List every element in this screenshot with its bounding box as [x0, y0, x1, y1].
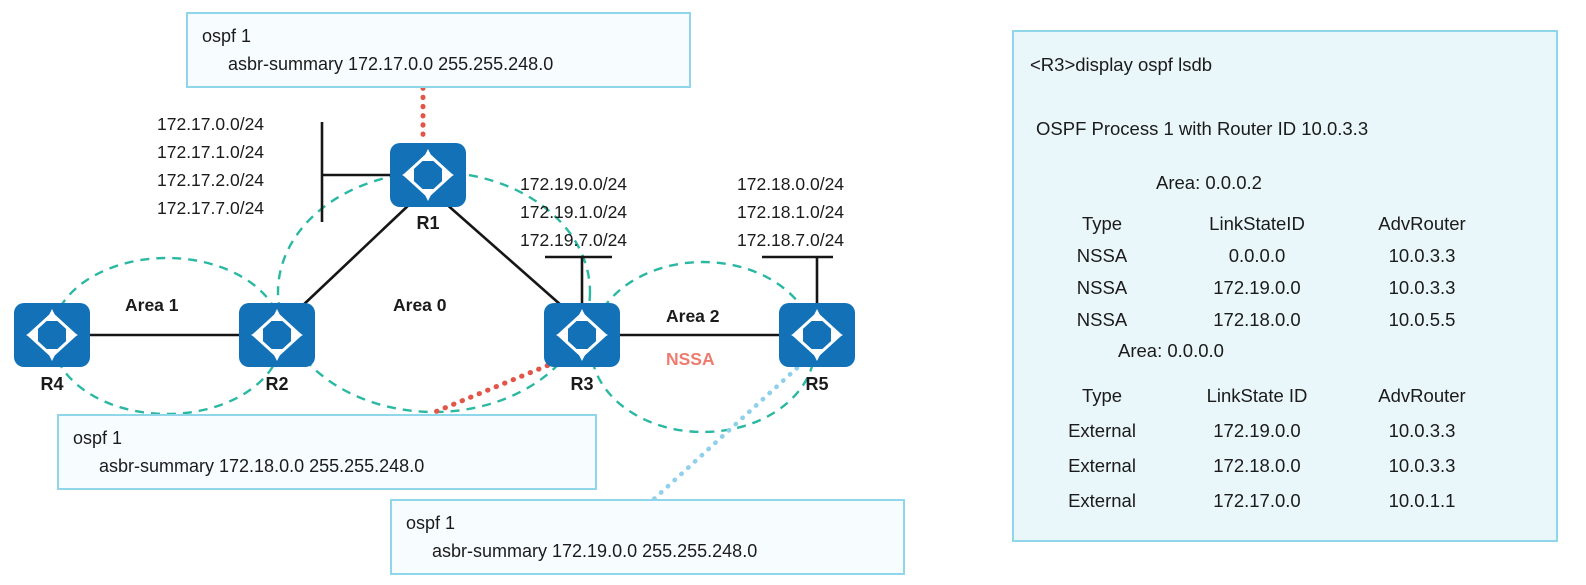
callout-r5-asbr-summary: ospf 1 asbr-summary 172.19.0.0 255.255.2…	[390, 499, 905, 575]
console-area-0002-label: Area: 0.0.0.2	[1156, 172, 1262, 193]
lsdb-cell: NSSA	[1076, 245, 1128, 266]
lsdb-cell: 10.0.3.3	[1388, 455, 1456, 476]
lsdb-cell: 10.0.1.1	[1388, 490, 1456, 511]
prefix-line: 172.19.1.0/24	[520, 202, 628, 222]
router-label-r1: R1	[416, 213, 440, 233]
lsdb-cell: 10.0.3.3	[1388, 245, 1456, 266]
lsdb-cell: NSSA	[1076, 277, 1128, 298]
lsdb-cell: External	[1068, 420, 1136, 441]
prefix-line: 172.17.7.0/24	[157, 198, 265, 218]
console-command: <R3>display ospf lsdb	[1030, 54, 1213, 75]
console-process-line: OSPF Process 1 with Router ID 10.0.3.3	[1036, 118, 1369, 139]
lsdb-table-area-0000: Type LinkState ID AdvRouter External 172…	[1032, 378, 1502, 518]
topology-canvas	[12, 85, 857, 502]
prefix-line: 172.18.1.0/24	[737, 202, 845, 222]
router-label-r2: R2	[265, 374, 289, 394]
router-label-r4: R4	[40, 374, 64, 394]
lsdb-cell: 172.18.0.0	[1213, 309, 1301, 330]
area1-label: Area 1	[125, 295, 179, 315]
router-icon-r3	[542, 301, 622, 369]
lsdb-cell: 10.0.3.3	[1388, 420, 1456, 441]
lsdb-cell: 172.19.0.0	[1213, 277, 1301, 298]
console-area-0000-label: Area: 0.0.0.0	[1118, 340, 1224, 361]
r1-network-prefixes: 172.17.0.0/24 172.17.1.0/24 172.17.2.0/2…	[157, 110, 264, 222]
router-icon-r2	[237, 301, 317, 369]
prefix-line: 172.17.2.0/24	[157, 170, 265, 190]
col-header-type: Type	[1081, 213, 1123, 234]
prefix-line: 172.19.0.0/24	[520, 174, 628, 194]
area2-label: Area 2	[666, 306, 720, 326]
r3-network-prefixes: 172.19.0.0/24 172.19.1.0/24 172.19.7.0/2…	[520, 170, 627, 254]
router-label-r3: R3	[570, 374, 594, 394]
callout-r3-asbr-summary: ospf 1 asbr-summary 172.18.0.0 255.255.2…	[57, 414, 597, 490]
prefix-line: 172.18.7.0/24	[737, 230, 845, 250]
col-header-advrouter: AdvRouter	[1378, 385, 1466, 406]
lsdb-table-area-0002: Type LinkStateID AdvRouter NSSA 0.0.0.0 …	[1032, 208, 1502, 336]
lsdb-cell: 172.17.0.0	[1213, 490, 1301, 511]
console-panel: <R3>display ospf lsdb OSPF Process 1 wit…	[1012, 30, 1558, 542]
callout-line: ospf 1	[406, 513, 456, 533]
router-icon-r1	[388, 141, 468, 209]
lsdb-cell: 10.0.5.5	[1388, 309, 1456, 330]
callout-line: asbr-summary 172.17.0.0 255.255.248.0	[228, 54, 554, 74]
router-icon-r5	[777, 301, 857, 369]
lsdb-cell: 0.0.0.0	[1228, 245, 1286, 266]
lsdb-cell: 10.0.3.3	[1388, 277, 1456, 298]
callout-line: ospf 1	[202, 26, 252, 46]
lsdb-cell: 172.19.0.0	[1213, 420, 1301, 441]
prefix-line: 172.17.1.0/24	[157, 142, 265, 162]
area0-label: Area 0	[393, 295, 447, 315]
lsdb-cell: 172.18.0.0	[1213, 455, 1301, 476]
connector-callout-r3	[427, 359, 559, 417]
router-label-r5: R5	[805, 374, 829, 394]
link-r2-r1	[299, 201, 413, 309]
prefix-line: 172.17.0.0/24	[157, 114, 265, 134]
callout-line: ospf 1	[73, 428, 123, 448]
prefix-line: 172.19.7.0/24	[520, 230, 628, 250]
lsdb-cell: External	[1068, 455, 1136, 476]
callout-r1-asbr-summary: ospf 1 asbr-summary 172.17.0.0 255.255.2…	[186, 12, 691, 88]
col-header-linkstateid: LinkState ID	[1206, 385, 1308, 406]
callout-line: asbr-summary 172.19.0.0 255.255.248.0	[432, 541, 758, 561]
prefix-line: 172.18.0.0/24	[737, 174, 845, 194]
nssa-label: NSSA	[666, 349, 715, 369]
router-icon-r4	[12, 301, 92, 369]
r5-network-prefixes: 172.18.0.0/24 172.18.1.0/24 172.18.7.0/2…	[737, 170, 844, 254]
col-header-linkstateid: LinkStateID	[1209, 213, 1305, 234]
col-header-advrouter: AdvRouter	[1378, 213, 1466, 234]
connector-callout-r5	[651, 365, 800, 502]
lsdb-cell: NSSA	[1076, 309, 1128, 330]
area0-boundary	[276, 170, 592, 414]
col-header-type: Type	[1081, 385, 1123, 406]
link-r1-r3	[443, 201, 563, 307]
callout-line: asbr-summary 172.18.0.0 255.255.248.0	[99, 456, 425, 476]
lsdb-cell: External	[1068, 490, 1136, 511]
